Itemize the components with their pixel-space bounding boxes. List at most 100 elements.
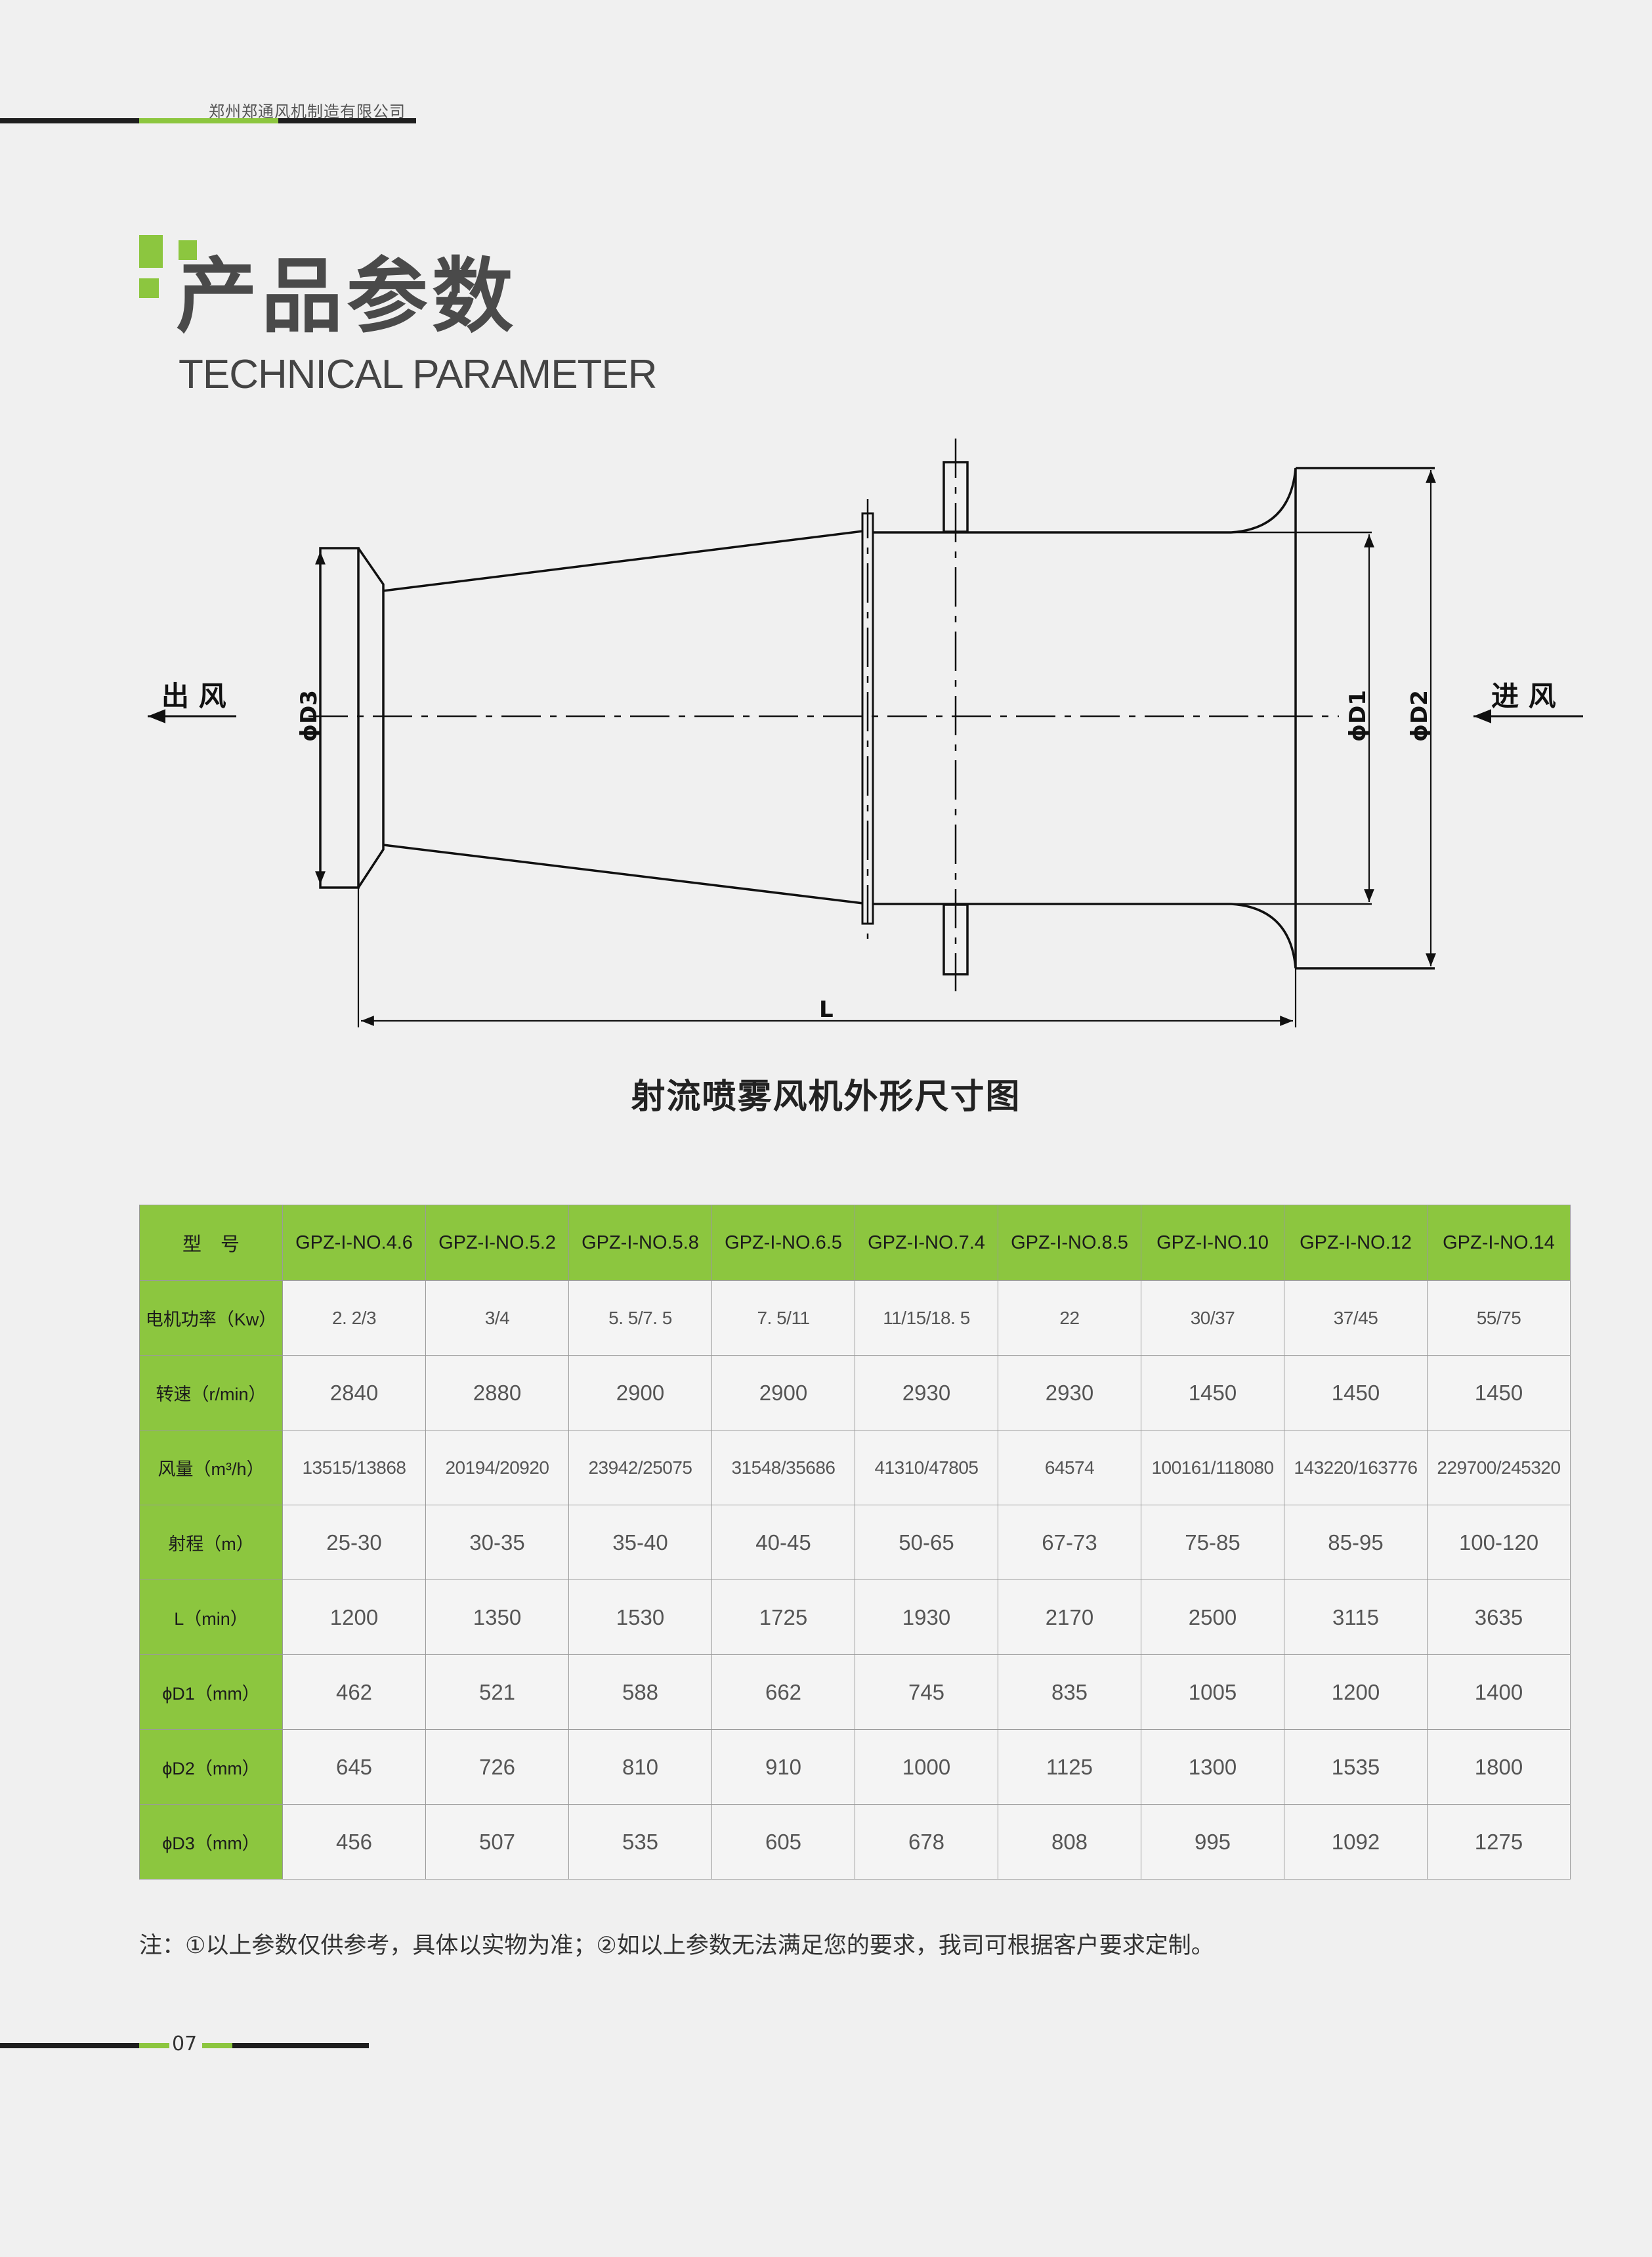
table-cell: 1930 — [855, 1580, 998, 1655]
table-cell: 2170 — [998, 1580, 1141, 1655]
table-cell: 2. 2/3 — [282, 1280, 426, 1356]
footer-bar-dark-right — [232, 2043, 369, 2048]
table-cell: 808 — [998, 1804, 1141, 1880]
table-cell: 1450 — [1284, 1355, 1428, 1430]
footer-bar-green-left — [139, 2043, 169, 2048]
table-cell: 100-120 — [1427, 1505, 1571, 1580]
table-cell: 2880 — [425, 1355, 569, 1430]
header-cell-model: 型 号 — [139, 1205, 283, 1281]
row-label: ϕD2（mm） — [139, 1729, 283, 1805]
table-cell: 810 — [568, 1729, 712, 1805]
model-header-cell: GPZ-I-NO.8.5 — [998, 1205, 1141, 1281]
table-cell: 75-85 — [1141, 1505, 1284, 1580]
table-cell: 1125 — [998, 1729, 1141, 1805]
outlet-label: 出 风 — [161, 680, 226, 712]
title-decor-square-2 — [179, 240, 197, 260]
length-label: L — [819, 997, 834, 1023]
table-cell: 2930 — [998, 1355, 1141, 1430]
header-bar-dark-left — [0, 118, 139, 123]
fan-outline-drawing: 出 风 进 风 ϕD3 ϕD1 ϕD2 L — [148, 439, 1583, 1027]
table-cell: 3635 — [1427, 1580, 1571, 1655]
model-header-cell: GPZ-I-NO.10 — [1141, 1205, 1284, 1281]
table-cell: 1200 — [282, 1580, 426, 1655]
table-cell: 23942/25075 — [568, 1430, 712, 1505]
model-header-cell: GPZ-I-NO.6.5 — [711, 1205, 855, 1281]
table-cell: 143220/163776 — [1284, 1430, 1428, 1505]
table-cell: 37/45 — [1284, 1280, 1428, 1356]
table-cell: 1300 — [1141, 1729, 1284, 1805]
row-label: 电机功率（Kw） — [139, 1280, 283, 1356]
company-name: 郑州郑通风机制造有限公司 — [209, 102, 406, 121]
table-cell: 20194/20920 — [425, 1430, 569, 1505]
table-cell: 662 — [711, 1654, 855, 1730]
table-cell: 41310/47805 — [855, 1430, 998, 1505]
table-cell: 7. 5/11 — [711, 1280, 855, 1356]
table-cell: 40-45 — [711, 1505, 855, 1580]
table-cell: 1725 — [711, 1580, 855, 1655]
row-label: L（min） — [139, 1580, 283, 1655]
table-cell: 2840 — [282, 1355, 426, 1430]
table-header-row: 型 号 GPZ-I-NO.4.6 GPZ-I-NO.5.2 GPZ-I-NO.5… — [139, 1205, 1571, 1281]
model-header-cell: GPZ-I-NO.7.4 — [855, 1205, 998, 1281]
table-cell: 1350 — [425, 1580, 569, 1655]
row-label: ϕD1（mm） — [139, 1654, 283, 1730]
table-cell: 462 — [282, 1654, 426, 1730]
table-cell: 521 — [425, 1654, 569, 1730]
page-title-en: TECHNICAL PARAMETER — [179, 352, 658, 397]
footer-bar-green-right — [202, 2043, 232, 2048]
table-cell: 605 — [711, 1804, 855, 1880]
table-cell: 1005 — [1141, 1654, 1284, 1730]
table-cell: 588 — [568, 1654, 712, 1730]
table-cell: 55/75 — [1427, 1280, 1571, 1356]
table-cell: 456 — [282, 1804, 426, 1880]
table-cell: 745 — [855, 1654, 998, 1730]
table-cell: 1450 — [1141, 1355, 1284, 1430]
table-cell: 1400 — [1427, 1654, 1571, 1730]
table-cell: 100161/118080 — [1141, 1430, 1284, 1505]
table-cell: 1800 — [1427, 1729, 1571, 1805]
d3-label: ϕD3 — [296, 690, 322, 742]
table-cell: 995 — [1141, 1804, 1284, 1880]
table-cell: 5. 5/7. 5 — [568, 1280, 712, 1356]
table-cell: 229700/245320 — [1427, 1430, 1571, 1505]
table-cell: 25-30 — [282, 1505, 426, 1580]
table-cell: 678 — [855, 1804, 998, 1880]
table-cell: 645 — [282, 1729, 426, 1805]
table-cell: 50-65 — [855, 1505, 998, 1580]
row-label: 风量（m³/h） — [139, 1430, 283, 1505]
table-cell: 1530 — [568, 1580, 712, 1655]
title-decor-square-1 — [139, 235, 163, 268]
table-cell: 64574 — [998, 1430, 1141, 1505]
table-cell: 11/15/18. 5 — [855, 1280, 998, 1356]
model-header-cell: GPZ-I-NO.5.8 — [568, 1205, 712, 1281]
row-label: 转速（r/min） — [139, 1355, 283, 1430]
row-label: ϕD3（mm） — [139, 1804, 283, 1880]
drawing-caption: 射流喷雾风机外形尺寸图 — [631, 1077, 1021, 1117]
model-header-cell: GPZ-I-NO.14 — [1427, 1205, 1571, 1281]
table-cell: 31548/35686 — [711, 1430, 855, 1505]
table-cell: 85-95 — [1284, 1505, 1428, 1580]
header-bar-green — [139, 118, 278, 123]
model-header-cell: GPZ-I-NO.5.2 — [425, 1205, 569, 1281]
table-cell: 1200 — [1284, 1654, 1428, 1730]
table-cell: 835 — [998, 1654, 1141, 1730]
title-decor-square-3 — [139, 278, 159, 298]
page-title-cn: 产品参数 — [176, 249, 518, 344]
table-cell: 1535 — [1284, 1729, 1428, 1805]
table-cell: 3/4 — [425, 1280, 569, 1356]
table-cell: 30-35 — [425, 1505, 569, 1580]
table-cell: 2900 — [568, 1355, 712, 1430]
table-cell: 535 — [568, 1804, 712, 1880]
model-header-cell: GPZ-I-NO.4.6 — [282, 1205, 426, 1281]
page-number: 07 — [172, 2032, 198, 2055]
table-cell: 726 — [425, 1729, 569, 1805]
table-cell: 2500 — [1141, 1580, 1284, 1655]
table-cell: 2930 — [855, 1355, 998, 1430]
model-header-cell: GPZ-I-NO.12 — [1284, 1205, 1428, 1281]
